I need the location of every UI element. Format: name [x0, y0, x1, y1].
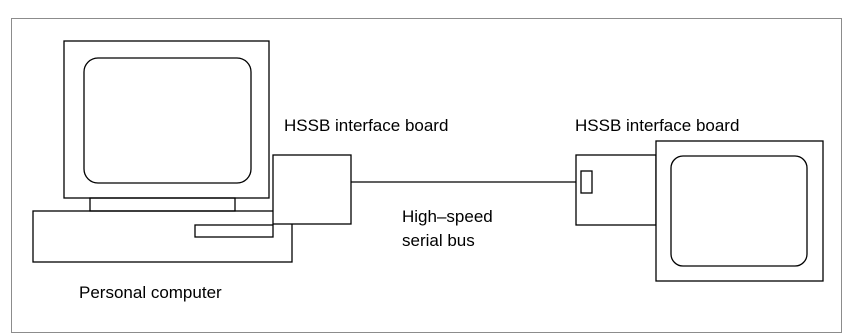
personal-computer	[33, 41, 292, 262]
cnc-casing	[656, 141, 823, 281]
disk-drive-slot	[195, 225, 273, 237]
monitor-stand	[90, 198, 235, 211]
label-serial-bus-line2: serial bus	[402, 229, 493, 253]
monitor-casing	[64, 41, 269, 198]
cnc-unit	[576, 141, 823, 281]
label-hssb-board-right: HSSB interface board	[575, 116, 739, 136]
board-connector	[581, 171, 592, 193]
label-serial-bus-line1: High–speed	[402, 205, 493, 229]
hssb-board-left	[273, 155, 351, 224]
label-personal-computer: Personal computer	[79, 283, 222, 303]
label-serial-bus: High–speed serial bus	[402, 205, 493, 253]
label-hssb-board-left: HSSB interface board	[284, 116, 448, 136]
monitor-screen	[84, 58, 251, 183]
